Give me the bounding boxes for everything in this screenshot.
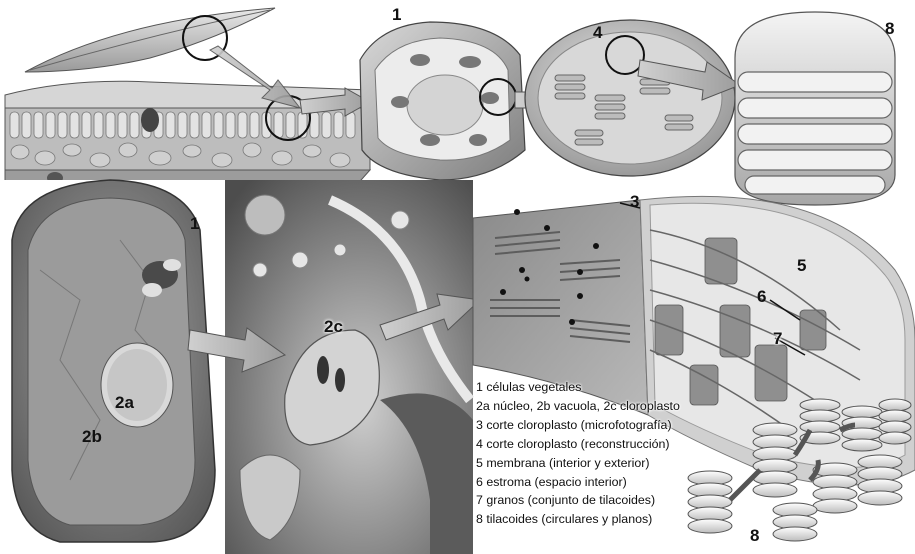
label-6: 6: [757, 288, 766, 305]
legend-item: 4 corte cloroplasto (reconstrucción): [476, 435, 716, 454]
label-7: 7: [773, 330, 782, 347]
legend-item: 1 células vegetales: [476, 378, 716, 397]
legend-item: 7 granos (conjunto de tilacoides): [476, 491, 716, 510]
legend-item: 3 corte cloroplasto (microfotografía): [476, 416, 716, 435]
legend-item: 8 tilacoides (circulares y planos): [476, 510, 716, 529]
legend-item: 2a núcleo, 2b vacuola, 2c cloroplasto: [476, 397, 716, 416]
legend: 1 células vegetales 2a núcleo, 2b vacuol…: [476, 378, 716, 529]
plant-cell-top: [360, 22, 525, 180]
label-1-bottom: 1: [190, 215, 199, 232]
label-2b: 2b: [82, 428, 102, 445]
thylakoid-stack-top: [735, 12, 895, 205]
label-2a: 2a: [115, 394, 134, 411]
label-8-bottom: 8: [750, 527, 759, 544]
label-1-top: 1: [392, 6, 401, 23]
label-2c: 2c: [324, 318, 343, 335]
label-4-top: 4: [593, 24, 602, 41]
label-3: 3: [630, 193, 639, 210]
label-8-top: 8: [885, 20, 894, 37]
sem-chloroplast-zoom: [225, 180, 473, 554]
legend-item: 5 membrana (interior y exterior): [476, 454, 716, 473]
label-5: 5: [797, 257, 806, 274]
legend-item: 6 estroma (espacio interior): [476, 473, 716, 492]
sem-plant-cell: [0, 180, 225, 554]
